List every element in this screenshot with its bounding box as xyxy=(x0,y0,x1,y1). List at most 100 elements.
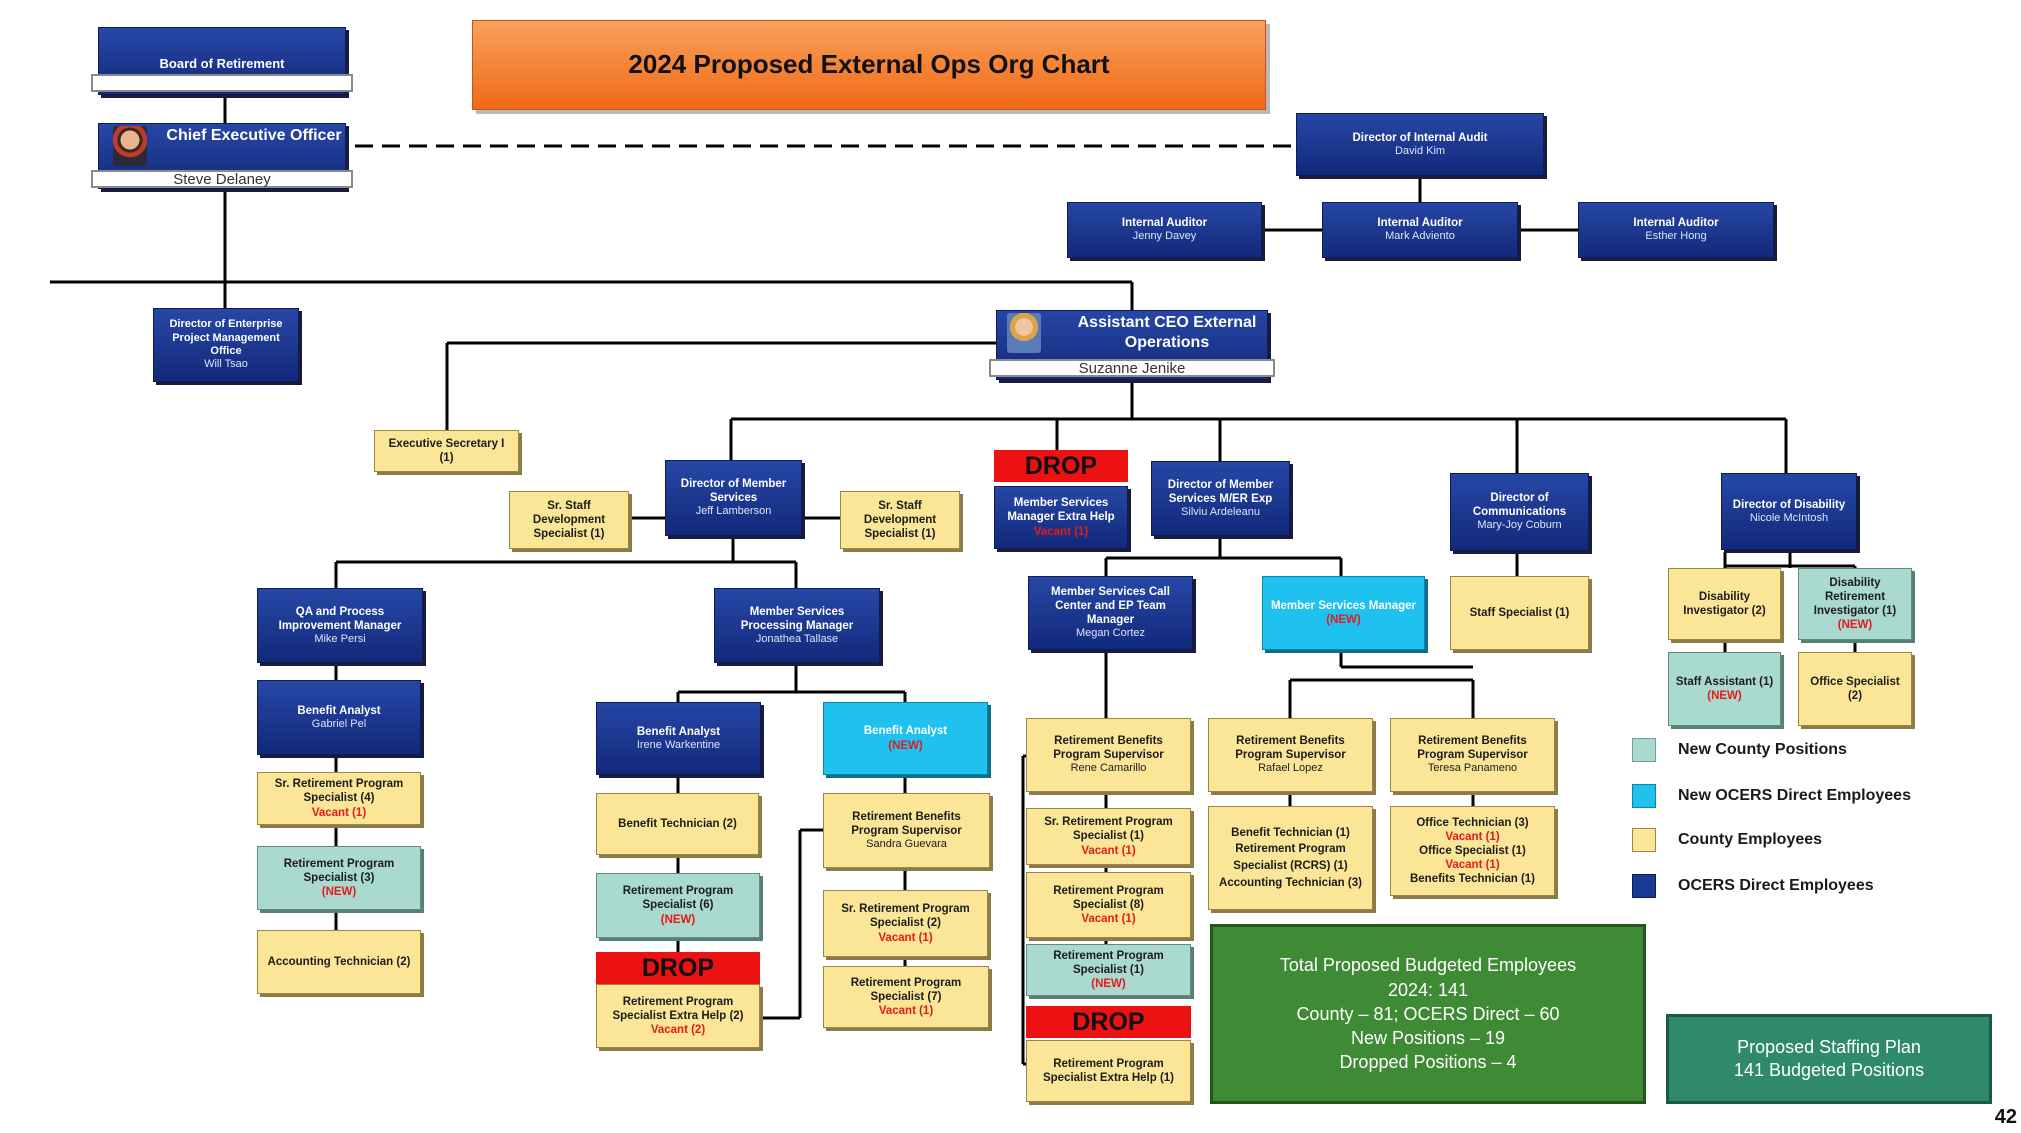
retirement-program-specialist-1-new-box: Retirement Program Specialist (1) (NEW) xyxy=(1026,944,1191,996)
legend-swatch xyxy=(1632,828,1656,852)
retirement-program-specialist-3-box: Retirement Program Specialist (3) (NEW) xyxy=(257,846,421,910)
processing-manager-title: Member Services Processing Manager xyxy=(740,605,854,632)
director-disability-box: Director of Disability Nicole McIntosh xyxy=(1721,473,1857,550)
sr-staff-development-right-box: Sr. Staff Development Specialist (1) xyxy=(840,491,960,549)
drop-label: DROP xyxy=(1026,1006,1191,1038)
sr-retirement-program-specialist-4-box: Sr. Retirement Program Specialist (4) Va… xyxy=(257,772,421,825)
call-center-manager-name: Megan Cortez xyxy=(1075,627,1146,640)
sr-staff-development-title: Sr. Staff Development Specialist (1) xyxy=(863,499,937,540)
ceo-name: Steve Delaney xyxy=(91,170,353,188)
sr-staff-development-title: Sr. Staff Development Specialist (1) xyxy=(532,499,606,540)
ceo-photo xyxy=(113,126,147,166)
director-communications-title: Director of Communications xyxy=(1472,492,1567,519)
legend-new-ocers: New OCERS Direct Employees xyxy=(1632,783,1911,809)
sr-rps-4-title: Sr. Retirement Program Specialist (4) xyxy=(274,778,404,805)
msm-new-title: Member Services Manager xyxy=(1270,599,1417,612)
rafael-team-line: Benefit Technician (1) xyxy=(1231,826,1350,839)
internal-auditor-box: Internal Auditor Jenny Davey xyxy=(1067,202,1262,258)
benefit-analyst-new: (NEW) xyxy=(888,739,923,752)
rps-8-title: Retirement Program Specialist (8) xyxy=(1053,884,1164,911)
summary-line: Dropped Positions – 4 xyxy=(1339,1052,1517,1073)
summary-box: Total Proposed Budgeted Employees 2024: … xyxy=(1210,924,1646,1104)
benefit-analyst-title: Benefit Analyst xyxy=(863,725,948,738)
office-specialist-title: Office Specialist (2) xyxy=(1810,675,1900,702)
staffing-plan-line: Proposed Staffing Plan xyxy=(1737,1036,1921,1057)
rps-6-title: Retirement Program Specialist (6) xyxy=(622,885,734,912)
staffing-plan-box: Proposed Staffing Plan 141 Budgeted Posi… xyxy=(1666,1014,1992,1104)
benefit-analyst-name: Irene Warkentine xyxy=(636,738,721,751)
rafael-team-line: Retirement Program Specialist (RCRS) (1) xyxy=(1233,843,1348,872)
qa-manager-box: QA and Process Improvement Manager Mike … xyxy=(257,588,423,663)
rbps-title: Retirement Benefits Program Supervisor xyxy=(851,810,962,837)
rbps-title: Retirement Benefits Program Supervisor xyxy=(1417,735,1528,762)
teresa-team-vacant: Vacant (1) xyxy=(1445,830,1500,843)
rbps-name: Sandra Guevara xyxy=(866,837,947,850)
director-epmo-title: Director of Enterprise Project Managemen… xyxy=(169,318,283,357)
legend-label: New County Positions xyxy=(1678,741,1847,758)
rps-1-new-note: (NEW) xyxy=(1091,978,1126,990)
member-services-manager-new-box: Member Services Manager (NEW) xyxy=(1262,576,1425,650)
benefit-analyst-title: Benefit Analyst xyxy=(297,704,381,717)
director-member-services-mer-box: Director of Member Services M/ER Exp Sil… xyxy=(1151,461,1290,536)
director-internal-audit-title: Director of Internal Audit xyxy=(1352,131,1488,144)
legend-swatch xyxy=(1632,874,1656,898)
rps-7-title: Retirement Program Specialist (7) xyxy=(850,976,962,1003)
internal-auditor-name: Mark Adviento xyxy=(1385,230,1455,243)
rbps-title: Retirement Benefits Program Supervisor xyxy=(1053,735,1164,762)
director-member-services-title: Director of Member Services xyxy=(680,478,787,505)
retirement-program-specialist-8-box: Retirement Program Specialist (8) Vacant… xyxy=(1026,872,1191,938)
teresa-team-box: Office Technician (3) Vacant (1) Office … xyxy=(1390,806,1555,896)
staff-assistant-new: (NEW) xyxy=(1707,690,1742,702)
director-internal-audit-name: David Kim xyxy=(1394,144,1446,157)
rbps-rafael-box: Retirement Benefits Program Supervisor R… xyxy=(1208,718,1373,792)
call-center-manager-box: Member Services Call Center and EP Team … xyxy=(1028,576,1193,650)
director-epmo-name: Will Tsao xyxy=(204,358,248,371)
rps-7-vacant: Vacant (1) xyxy=(878,1005,934,1017)
rbps-teresa-box: Retirement Benefits Program Supervisor T… xyxy=(1390,718,1555,792)
staff-specialist-box: Staff Specialist (1) xyxy=(1450,576,1589,650)
staff-assistant-title: Staff Assistant (1) xyxy=(1675,675,1774,688)
board-name-bar xyxy=(91,74,353,92)
rbps-title: Retirement Benefits Program Supervisor xyxy=(1235,735,1346,762)
rps-extra-help-2-vacant: Vacant (2) xyxy=(650,1024,706,1036)
rafael-team-box: Benefit Technician (1) Retirement Progra… xyxy=(1208,806,1373,910)
accounting-technician-2-box: Accounting Technician (2) xyxy=(257,930,421,994)
board-title: Board of Retirement xyxy=(159,56,285,71)
teresa-team-line: Office Specialist (1) xyxy=(1419,844,1526,857)
disability-investigator-title: Disability Investigator (2) xyxy=(1683,590,1766,617)
processing-manager-box: Member Services Processing Manager Jonat… xyxy=(714,588,880,663)
director-member-services-name: Jeff Lamberson xyxy=(695,505,772,518)
summary-line: New Positions – 19 xyxy=(1350,1028,1506,1049)
legend-county: County Employees xyxy=(1632,827,1822,853)
legend-label: County Employees xyxy=(1678,831,1823,848)
assistant-ceo-box: Assistant CEO External Operations Suzann… xyxy=(989,310,1275,380)
director-mer-title: Director of Member Services M/ER Exp xyxy=(1167,478,1274,505)
retirement-program-specialist-6-box: Retirement Program Specialist (6) (NEW) xyxy=(596,873,760,938)
rps-extra-help-2-box: Retirement Program Specialist Extra Help… xyxy=(596,984,760,1048)
executive-secretary-count: (1) xyxy=(439,452,454,464)
ceo-box: Chief Executive Officer Steve Delaney xyxy=(91,123,353,189)
board-of-retirement-box: Board of Retirement xyxy=(91,27,353,95)
rbps-name: Rene Camarillo xyxy=(1070,762,1147,775)
director-communications-box: Director of Communications Mary-Joy Cobu… xyxy=(1450,473,1589,551)
call-center-manager-title: Member Services Call Center and EP Team … xyxy=(1051,586,1170,627)
director-mer-name: Silviu Ardeleanu xyxy=(1181,505,1260,518)
assistant-ceo-name: Suzanne Jenike xyxy=(989,359,1275,377)
legend-ocers: OCERS Direct Employees xyxy=(1632,873,1874,899)
staff-specialist-title: Staff Specialist (1) xyxy=(1469,606,1570,619)
director-member-services-box: Director of Member Services Jeff Lambers… xyxy=(665,460,802,536)
rbps-name: Teresa Panameno xyxy=(1427,762,1518,775)
msm-new-note: (NEW) xyxy=(1326,614,1361,626)
internal-auditor-title: Internal Auditor xyxy=(1633,217,1719,230)
staff-assistant-box: Staff Assistant (1) (NEW) xyxy=(1668,652,1781,726)
rps-1-new-title: Retirement Program Specialist (1) xyxy=(1053,949,1164,976)
page-number: 42 xyxy=(1994,1106,2017,1128)
teresa-team-line: Benefits Technician (1) xyxy=(1409,873,1536,886)
chart-title-text: 2024 Proposed External Ops Org Chart xyxy=(628,49,1110,80)
assistant-ceo-photo xyxy=(1007,313,1041,353)
disability-retirement-investigator-box: Disability Retirement Investigator (1) (… xyxy=(1798,568,1912,640)
teresa-team-vacant: Vacant (1) xyxy=(1445,859,1500,871)
msm-extra-help-box: Member Services Manager Extra Help Vacan… xyxy=(994,486,1128,549)
internal-auditor-box: Internal Auditor Esther Hong xyxy=(1578,202,1774,258)
